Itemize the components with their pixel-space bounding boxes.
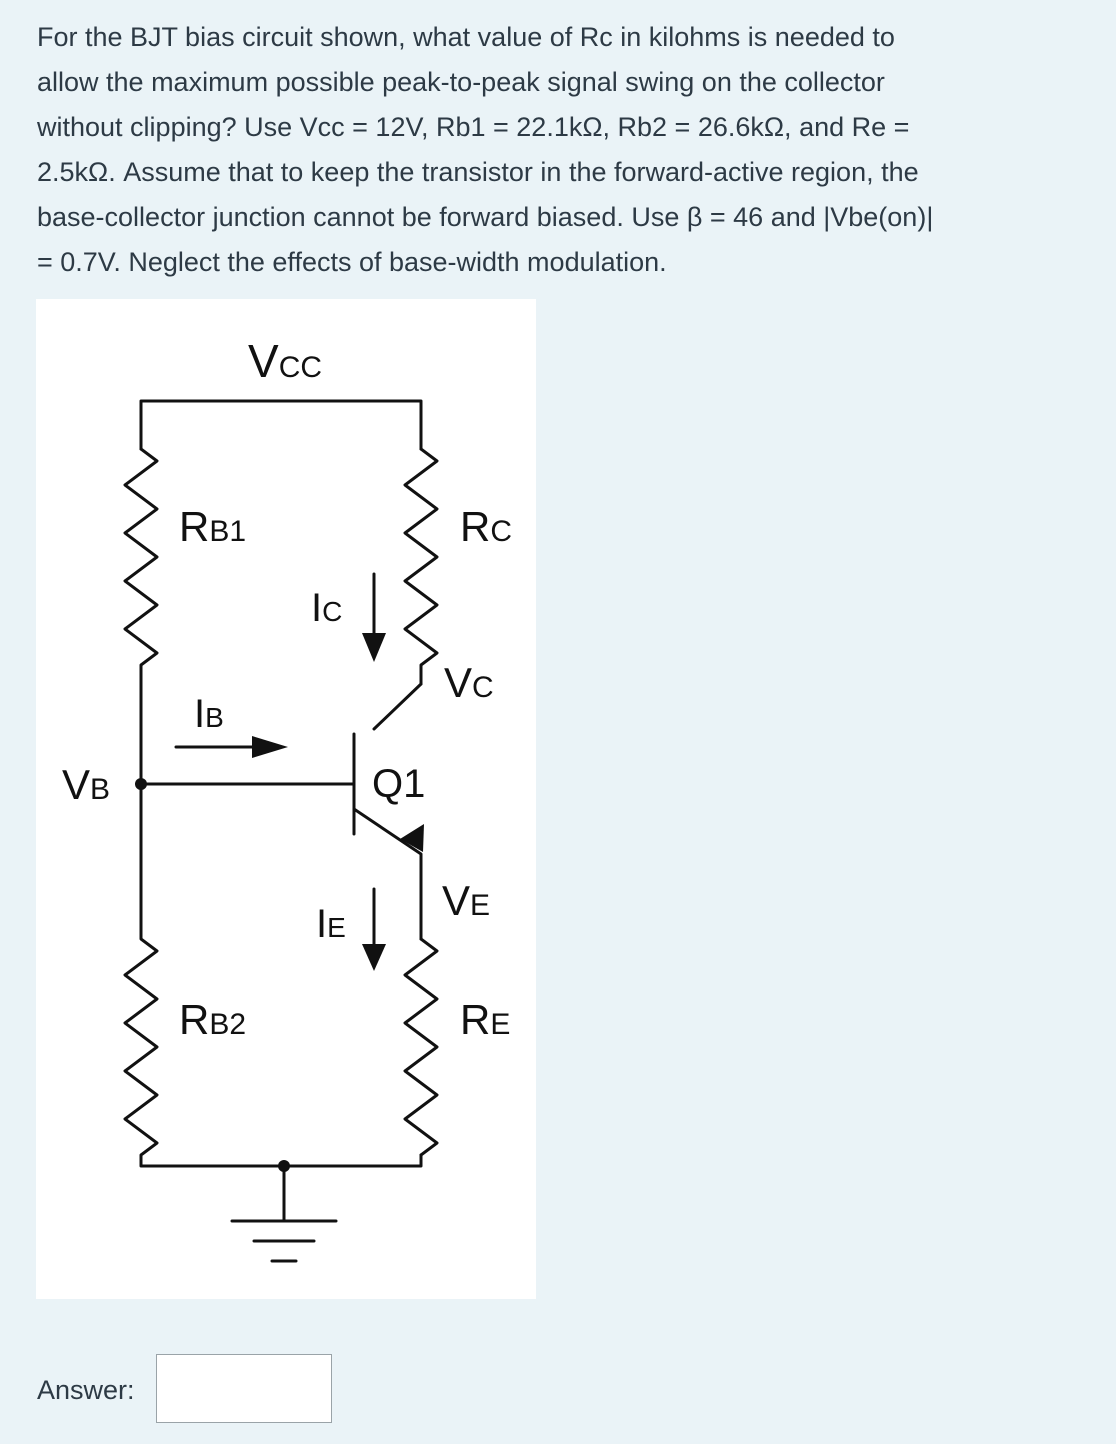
circuit-schematic: VCC RB1 RC IC VC IB VB Q1 VE IE RB2 RE [62, 335, 512, 1263]
q1-label: Q1 [372, 762, 425, 806]
vcc-label: VCC [248, 335, 322, 387]
answer-input[interactable] [156, 1354, 332, 1423]
rc-resistor [403, 447, 439, 686]
rb1-label: RB1 [179, 503, 246, 550]
question-text: For the BJT bias circuit shown, what val… [37, 22, 934, 277]
ic-arrow-icon [362, 633, 386, 662]
emitter-arrow-icon [400, 824, 424, 852]
emitter-lead [352, 807, 423, 941]
ib-arrow-icon [252, 736, 288, 758]
ie-arrow-icon [362, 944, 386, 971]
answer-label: Answer: [37, 1375, 135, 1405]
vb-label: VB [62, 761, 110, 808]
vb-node [135, 778, 147, 790]
rb2-resistor [123, 782, 423, 1168]
rb1-resistor [123, 447, 159, 786]
ic-label: IC [311, 586, 342, 630]
ground-node [278, 1160, 290, 1172]
collector-lead [372, 682, 423, 731]
ib-label: IB [194, 692, 224, 736]
re-resistor [403, 937, 439, 1157]
rc-label: RC [460, 503, 512, 550]
ie-label: IE [316, 902, 346, 946]
vcc-rail [139, 399, 423, 451]
vc-label: VC [444, 659, 494, 706]
ve-label: VE [442, 877, 490, 924]
rb2-label: RB2 [179, 996, 246, 1043]
re-label: RE [460, 996, 510, 1043]
circuit-diagram: VCC RB1 RC IC VC IB VB Q1 VE IE RB2 RE [36, 299, 536, 1299]
